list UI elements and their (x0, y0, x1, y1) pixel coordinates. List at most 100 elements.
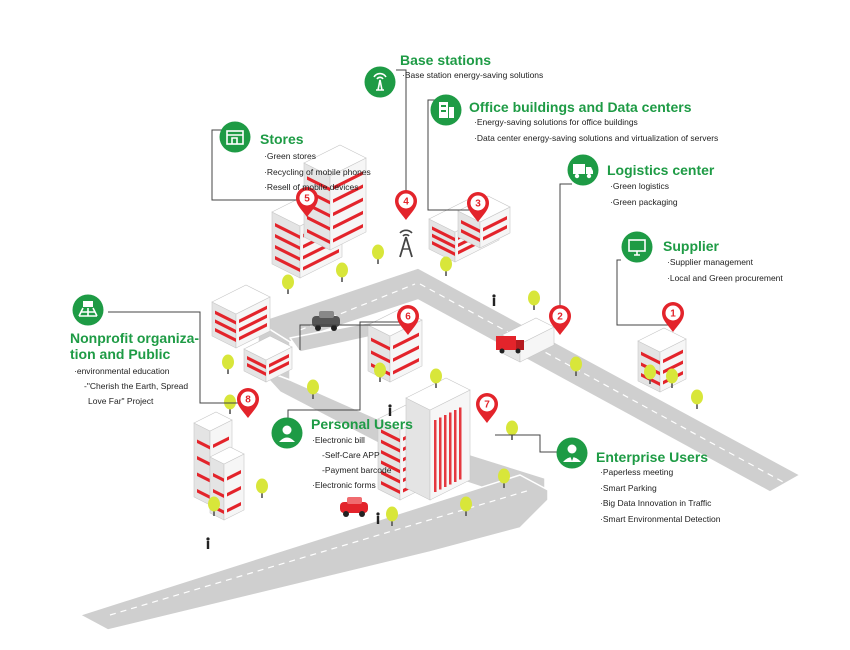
tree (691, 389, 703, 409)
road-lower (79, 474, 549, 631)
list-item: Energy-saving solutions for office build… (474, 115, 718, 131)
tree (440, 256, 452, 276)
list-item: Recycling of mobile phones (264, 165, 371, 181)
truck-red (496, 336, 524, 354)
pin-logistics: 2 (549, 305, 571, 335)
pin-number: 1 (670, 309, 676, 320)
building (405, 377, 471, 501)
pin-enterprise: 7 (476, 393, 498, 423)
list-item: Green packaging (610, 195, 678, 211)
list-item: Supplier management (667, 255, 783, 271)
connector-line (108, 311, 248, 404)
pedestrians (206, 294, 496, 549)
connector-line (427, 99, 475, 211)
truck-icon (567, 154, 599, 186)
list-item: Local and Green procurement (667, 271, 783, 287)
business-person-icon (556, 437, 588, 469)
tree (644, 364, 656, 384)
pin-base: 4 (395, 190, 417, 220)
title-base-stations: Base stations (400, 52, 492, 68)
connector-line (396, 69, 407, 198)
pin-number: 6 (405, 312, 411, 323)
pedestrian (492, 294, 496, 306)
list-item: Big Data Innovation in Traffic (600, 496, 720, 512)
connector-line (287, 321, 405, 424)
tree (460, 496, 472, 516)
list-item: Electronic forms (312, 478, 391, 493)
trees (208, 244, 703, 526)
tree (282, 274, 294, 294)
list-office-data-centers: Energy-saving solutions for office build… (474, 115, 718, 146)
list-logistics-center: Green logistics Green packaging (610, 179, 678, 210)
list-enterprise-users: Paperless meeting Smart Parking Big Data… (600, 465, 721, 528)
pedestrian (388, 404, 392, 416)
tree (374, 362, 386, 382)
title-nonprofit: Nonprofit organiza- tion and Public (70, 330, 199, 362)
title-line: Nonprofit organiza- (70, 330, 200, 346)
tree (498, 468, 510, 488)
pin-personal: 6 (397, 305, 419, 335)
tree (570, 356, 582, 376)
tree (307, 379, 319, 399)
title-enterprise-users: Enterprise Users (596, 449, 709, 465)
list-item: -Self-Care APP (322, 450, 380, 460)
list-item: Data center energy-saving solutions and … (474, 131, 718, 147)
monitor-icon (621, 231, 653, 263)
car-gray (312, 311, 340, 331)
connector-lines (108, 69, 674, 453)
base-station-tower (399, 229, 413, 258)
building (637, 327, 687, 393)
tree (506, 420, 518, 440)
list-personal-users: Electronic bill -Self-Care APP -Payment … (312, 433, 392, 493)
antenna-icon (364, 66, 396, 98)
tree (208, 496, 220, 516)
field-icon (72, 294, 104, 326)
title-stores: Stores (260, 131, 304, 147)
tree (224, 394, 236, 414)
tree (256, 478, 268, 498)
pin-supplier: 1 (662, 302, 684, 332)
road-markings (109, 283, 786, 616)
connector-line (299, 324, 405, 350)
connector-line (495, 434, 558, 453)
pin-nonprofit: 8 (237, 388, 259, 418)
title-logistics-center: Logistics center (607, 162, 715, 178)
title-personal-users: Personal Users (311, 416, 413, 432)
list-item: -Payment barcode (322, 465, 392, 475)
list-nonprofit: environmental education -"Cherish the Ea… (74, 364, 188, 409)
pin-number: 7 (484, 400, 490, 411)
list-supplier: Supplier management Local and Green proc… (667, 255, 783, 286)
list-item: Green logistics (610, 179, 678, 195)
list-item: Electronic bill (312, 433, 391, 448)
car-red (340, 497, 368, 517)
tree (666, 368, 678, 388)
list-item: Love Far" Project (88, 396, 154, 406)
category-icons (72, 66, 653, 469)
list-item: Smart Parking (600, 481, 720, 497)
tree (336, 262, 348, 282)
pin-number: 4 (403, 197, 409, 208)
list-item: Smart Environmental Detection (600, 512, 721, 528)
pedestrian (376, 512, 380, 524)
list-base-stations: Base station energy-saving solutions (402, 68, 543, 84)
tree (386, 506, 398, 526)
tree (430, 368, 442, 388)
list-item: -"Cherish the Earth, Spread (84, 381, 189, 391)
connector-line (211, 129, 310, 201)
office-building-icon (430, 94, 462, 126)
list-stores: Green stores Recycling of mobile phones … (264, 149, 371, 196)
tree (528, 290, 540, 310)
pin-office: 3 (467, 192, 489, 222)
store-icon (219, 121, 251, 153)
title-office-data-centers: Office buildings and Data centers (469, 99, 692, 115)
list-item: Paperless meeting (600, 465, 720, 481)
pin-number: 5 (304, 194, 310, 205)
person-icon (271, 417, 303, 449)
connector-line (559, 183, 572, 318)
pin-number: 8 (245, 395, 251, 406)
list-item: Green stores (264, 149, 371, 165)
tree (222, 354, 234, 374)
list-item: Resell of mobile devices (264, 180, 371, 196)
title-line: tion and Public (70, 346, 171, 362)
